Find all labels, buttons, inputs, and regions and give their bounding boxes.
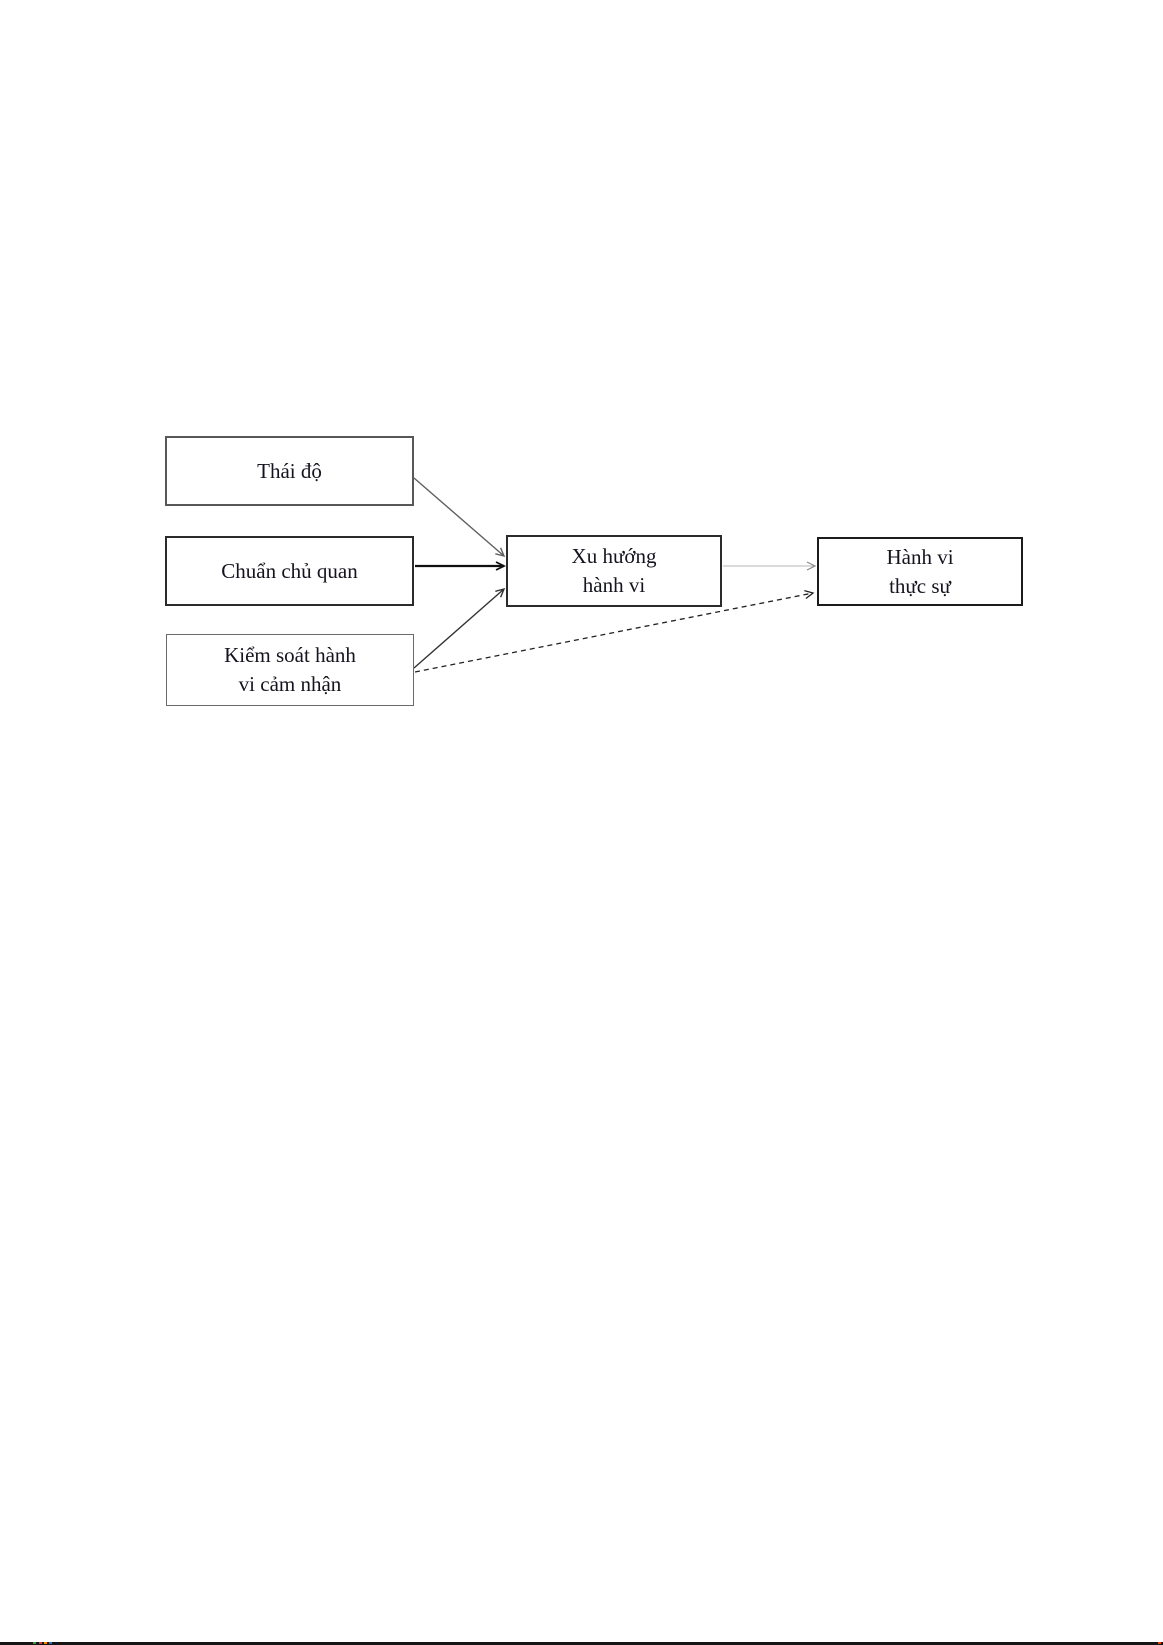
bottom-edge-artifact [1158,1642,1161,1644]
node-subjective-norm: Chuẩn chủ quan [165,536,414,606]
node-intention-label-line1: Xu hướng [571,544,657,568]
node-behavioral-intention: Xu hướng hành vi [506,535,722,607]
bottom-edge-artifact [33,1642,36,1644]
node-intention-label-line2: hành vi [582,573,646,597]
node-subjective-norm-label: Chuẩn chủ quan [221,558,358,583]
bottom-edge-artifact [44,1642,47,1644]
node-attitude: Thái độ [165,436,414,506]
node-behavior-label-line1: Hành vi [886,544,954,569]
node-pbc-label-line1: Kiểm soát hành [224,643,356,667]
node-actual-behavior: Hành vi thực sự [817,537,1023,606]
bottom-edge-artifact [39,1642,42,1644]
node-pbc-label-line2: vi cảm nhận [238,672,342,696]
edge-pbc-to-intention-arrow [413,587,506,669]
node-perceived-behavioral-control: Kiểm soát hành vi cảm nhận [166,634,414,706]
node-attitude-label: Thái độ [257,458,322,483]
node-behavior-label-line2: thực sự [889,573,951,598]
bottom-edge-artifact [49,1642,52,1644]
edge-attitude-to-intention-arrow [413,477,506,558]
bottom-edge-bar [0,1642,1163,1645]
